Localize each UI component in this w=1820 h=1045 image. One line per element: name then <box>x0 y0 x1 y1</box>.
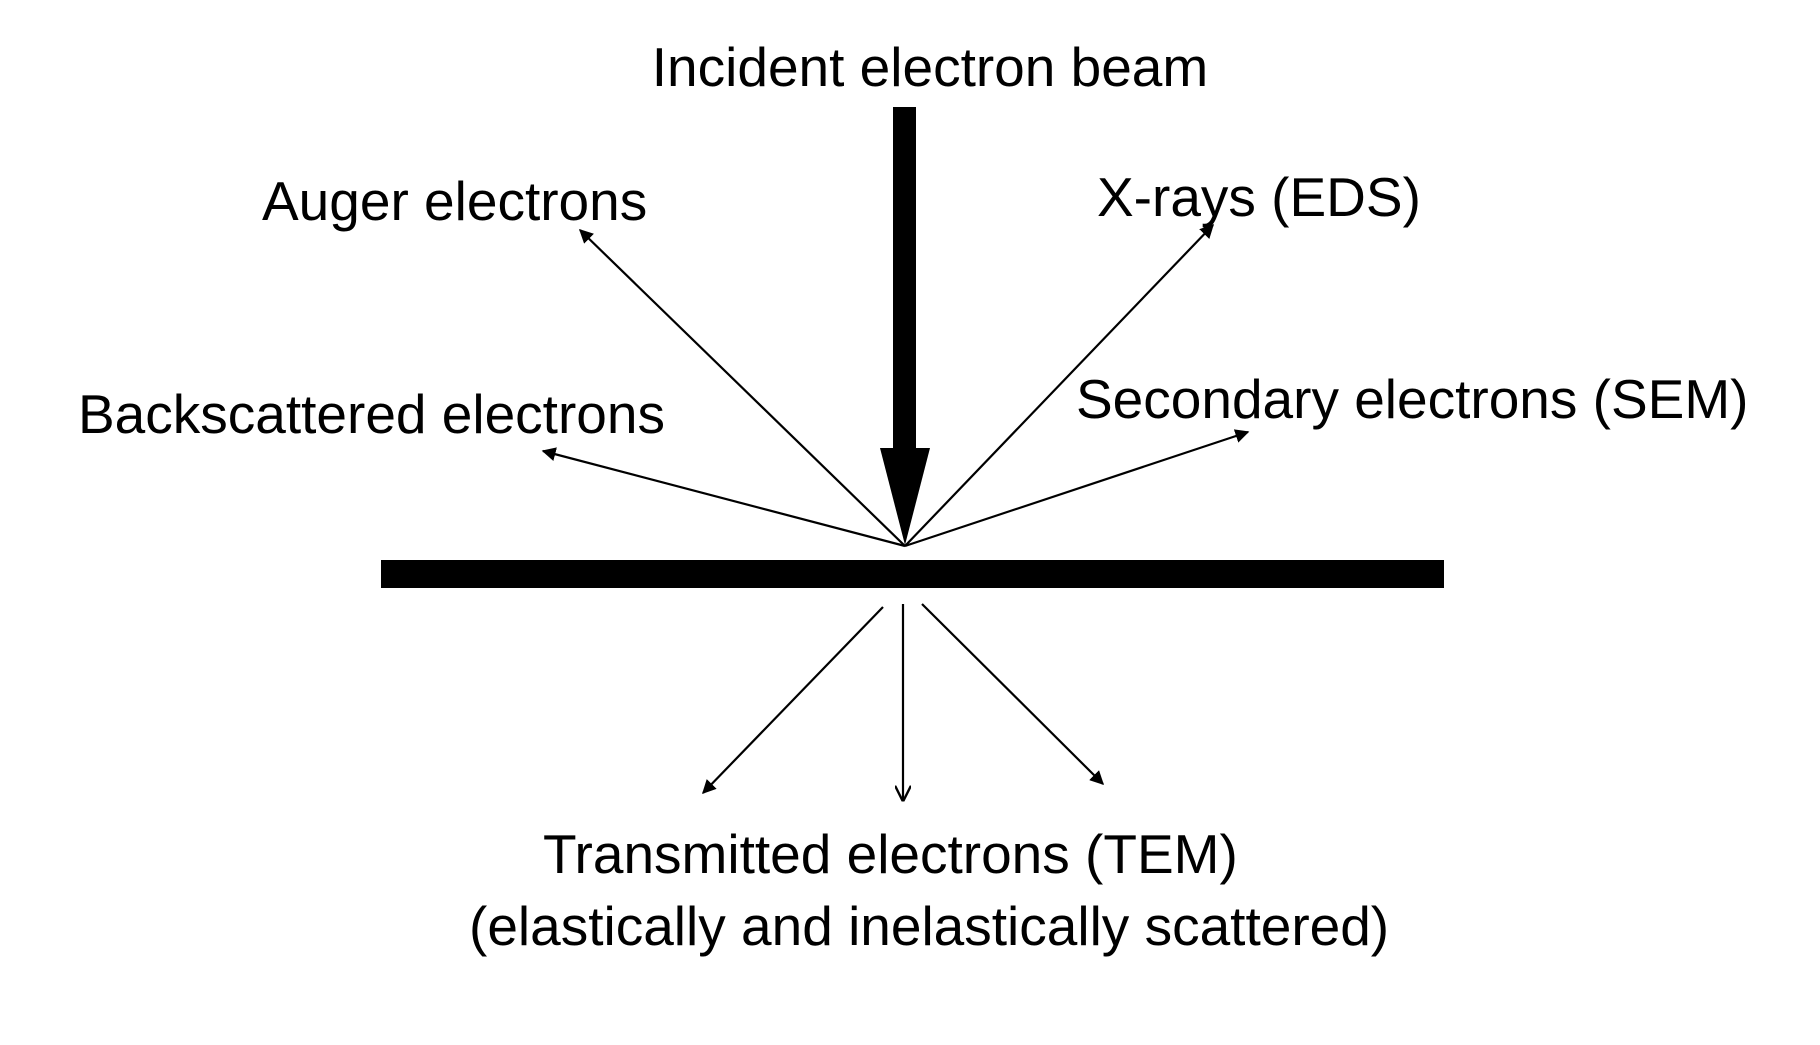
specimen-bar <box>381 560 1444 588</box>
transmitted-sublabel: (elastically and inelastically scattered… <box>469 895 1389 957</box>
incident-beam-arrow <box>880 107 930 545</box>
secondary-arrow <box>904 429 1250 548</box>
incident-beam-label: Incident electron beam <box>652 36 1208 98</box>
auger-label: Auger electrons <box>262 170 647 232</box>
transmitted-arrow-right <box>921 603 1104 785</box>
xrays-arrow <box>904 223 1214 547</box>
transmitted-label: Transmitted electrons (TEM) <box>543 823 1238 885</box>
xrays-label: X-rays (EDS) <box>1097 166 1421 228</box>
transmitted-arrow-left <box>702 606 884 795</box>
secondary-label: Secondary electrons (SEM) <box>1076 368 1749 430</box>
auger-arrow <box>578 229 906 547</box>
backscattered-label: Backscattered electrons <box>78 383 665 445</box>
backscattered-arrow <box>541 447 906 548</box>
